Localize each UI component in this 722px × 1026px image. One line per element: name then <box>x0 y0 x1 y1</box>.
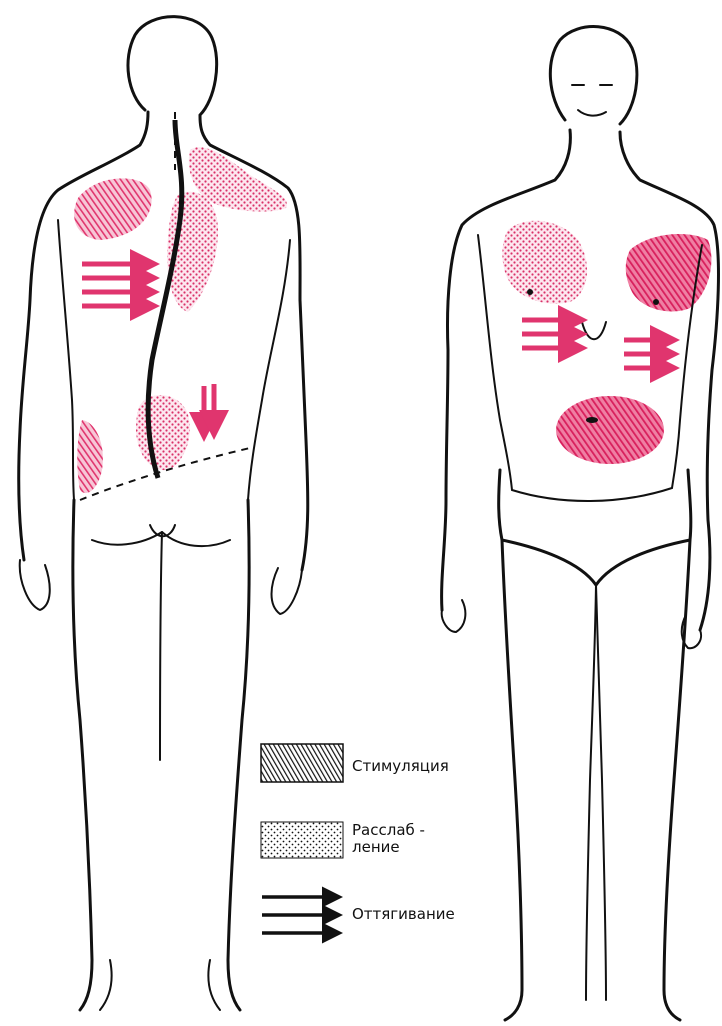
zone-left-flank-stimulation <box>77 420 103 493</box>
front-traction-arrows-left <box>624 340 670 368</box>
zone-abdomen-stimulation <box>556 396 664 464</box>
legend-swatch-traction <box>262 897 336 933</box>
legend <box>261 744 343 933</box>
back-view-figure <box>19 17 308 1010</box>
zone-left-chest-stimulation <box>626 234 712 311</box>
front-traction-arrows-right <box>522 320 578 348</box>
back-traction-arrows-left <box>82 264 150 306</box>
legend-swatch-relaxation <box>261 822 343 858</box>
legend-swatch-stimulation <box>261 744 343 782</box>
legend-label-relaxation: Расслаб - ление <box>352 822 425 856</box>
front-view-figure <box>442 27 719 1020</box>
zone-lumbar-relaxation <box>136 395 190 470</box>
legend-label-stimulation: Стимуляция <box>352 758 449 775</box>
back-traction-arrows-down <box>204 384 214 432</box>
zone-right-chest-relaxation <box>502 221 587 304</box>
legend-label-traction: Оттягивание <box>352 906 455 923</box>
zone-left-scapula-stimulation <box>74 178 151 240</box>
